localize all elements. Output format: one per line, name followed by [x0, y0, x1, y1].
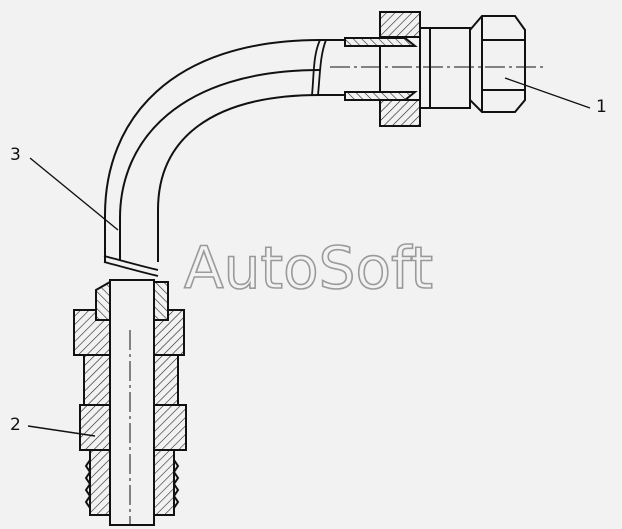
- fitting-part-2: [73, 279, 187, 526]
- callout-2: 2: [10, 415, 21, 435]
- fitting-part-1: [330, 11, 545, 127]
- watermark-text: AutoSoft: [184, 234, 433, 302]
- callout-3: 3: [10, 145, 21, 165]
- leader-lines: [27, 77, 591, 437]
- tube-part-3: [103, 39, 400, 277]
- callout-1: 1: [596, 97, 607, 117]
